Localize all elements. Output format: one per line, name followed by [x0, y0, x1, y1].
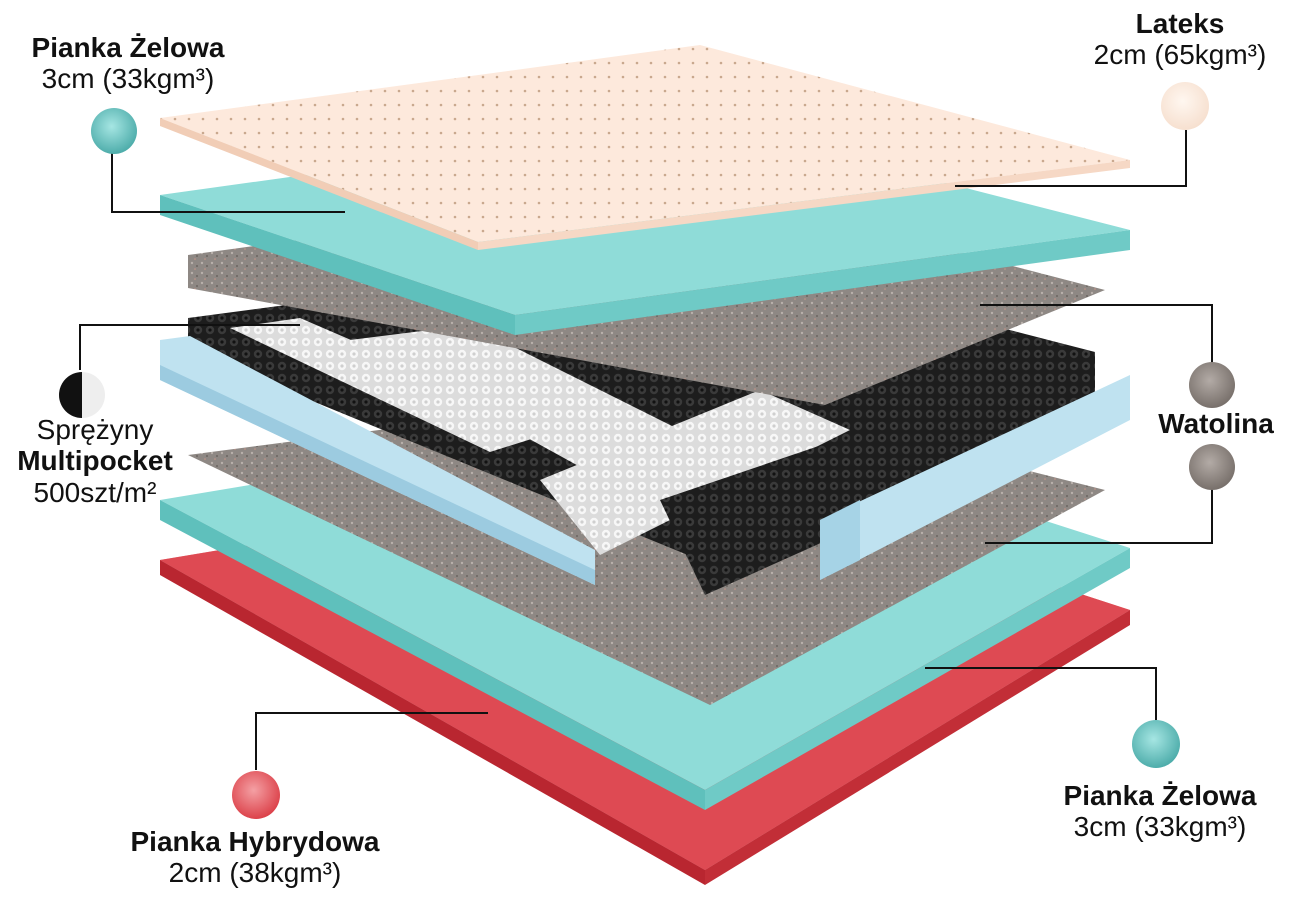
callout-latex — [955, 130, 1187, 187]
callout-hybrid — [255, 712, 488, 770]
watolina-name: Watolina — [1158, 408, 1274, 439]
foam-frame — [160, 336, 1130, 585]
gel-foam-top-label: Pianka Żelowa 3cm (33kgm³) — [8, 32, 248, 95]
callout-watolina-top — [980, 304, 1213, 365]
springs-label: Sprężyny Multipocket 500szt/m² — [0, 414, 190, 508]
latex-swatch-icon — [1161, 82, 1209, 130]
gel-foam-bottom-name: Pianka Żelowa — [1063, 780, 1257, 811]
springs-name: Multipocket — [17, 445, 173, 477]
gel-foam-top-spec: 3cm (33kgm³) — [41, 63, 215, 95]
felt-swatch-icon — [1189, 362, 1235, 408]
callout-watolina-bottom — [985, 488, 1213, 544]
gel-foam-top-name: Pianka Żelowa — [31, 32, 225, 63]
teal-foam-swatch-icon — [91, 108, 137, 154]
latex-label: Lateks 2cm (65kgm³) — [1070, 8, 1290, 71]
hybrid-foam-name: Pianka Hybrydowa — [130, 826, 380, 857]
latex-name: Lateks — [1135, 8, 1225, 39]
gel-foam-bottom-label: Pianka Żelowa 3cm (33kgm³) — [1040, 780, 1280, 843]
latex-layer — [160, 45, 1130, 250]
callout-gel-bottom — [925, 667, 1157, 720]
gel-foam-bottom-spec: 3cm (33kgm³) — [1073, 811, 1247, 843]
callout-lines — [79, 130, 1213, 770]
hybrid-foam-label: Pianka Hybrydowa 2cm (38kgm³) — [100, 826, 410, 889]
springs-spec: 500szt/m² — [33, 476, 157, 508]
pocket-spring-swatch-icon — [59, 372, 105, 418]
springs-line1: Sprężyny — [36, 414, 154, 445]
hybrid-foam-spec: 2cm (38kgm³) — [168, 857, 342, 889]
felt-swatch-icon — [1189, 444, 1235, 490]
callout-springs — [79, 324, 300, 370]
teal-foam-swatch-icon — [1132, 720, 1180, 768]
red-foam-swatch-icon — [232, 771, 280, 819]
callout-gel-top — [111, 152, 345, 213]
latex-spec: 2cm (65kgm³) — [1093, 39, 1267, 71]
watolina-label: Watolina — [1136, 408, 1296, 439]
